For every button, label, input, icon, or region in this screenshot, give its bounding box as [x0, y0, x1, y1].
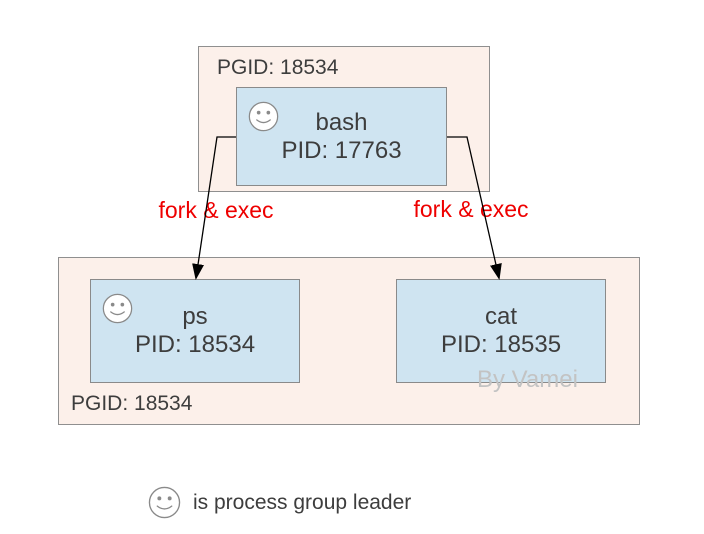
group-leader-smiley-icon	[102, 293, 133, 324]
process-pid: PID: 17763	[281, 136, 402, 164]
process-group-bottom: ps PID: 18534 cat PID: 18535 PGID: 18534	[58, 257, 640, 425]
process-node-bash: bash PID: 17763	[236, 87, 447, 186]
process-node-cat: cat PID: 18535	[396, 279, 606, 383]
process-node-ps: ps PID: 18534	[90, 279, 300, 383]
watermark-text: By Vamei	[477, 366, 578, 393]
process-pid: PID: 18534	[134, 331, 256, 358]
process-group-top: PGID: 18534 bash PID: 17763	[198, 46, 490, 192]
edge-label-fork-exec-left: fork & exec	[158, 197, 274, 223]
legend: is process group leader	[148, 486, 411, 519]
pgid-label-top: PGID: 18534	[217, 56, 339, 79]
process-name: cat	[484, 303, 517, 330]
process-pid: PID: 18535	[440, 331, 562, 358]
pgid-label-bottom: PGID: 18534	[71, 392, 193, 415]
process-node-label: ps PID: 18534	[135, 303, 255, 359]
process-name: bash	[315, 108, 368, 136]
group-leader-smiley-icon	[248, 101, 279, 132]
process-node-label: bash PID: 17763	[281, 109, 401, 165]
edge-label-fork-exec-right: fork & exec	[413, 196, 529, 222]
process-name: ps	[182, 303, 208, 330]
process-node-label: cat PID: 18535	[441, 303, 561, 359]
legend-text: is process group leader	[193, 490, 412, 514]
group-leader-smiley-icon	[148, 486, 181, 519]
